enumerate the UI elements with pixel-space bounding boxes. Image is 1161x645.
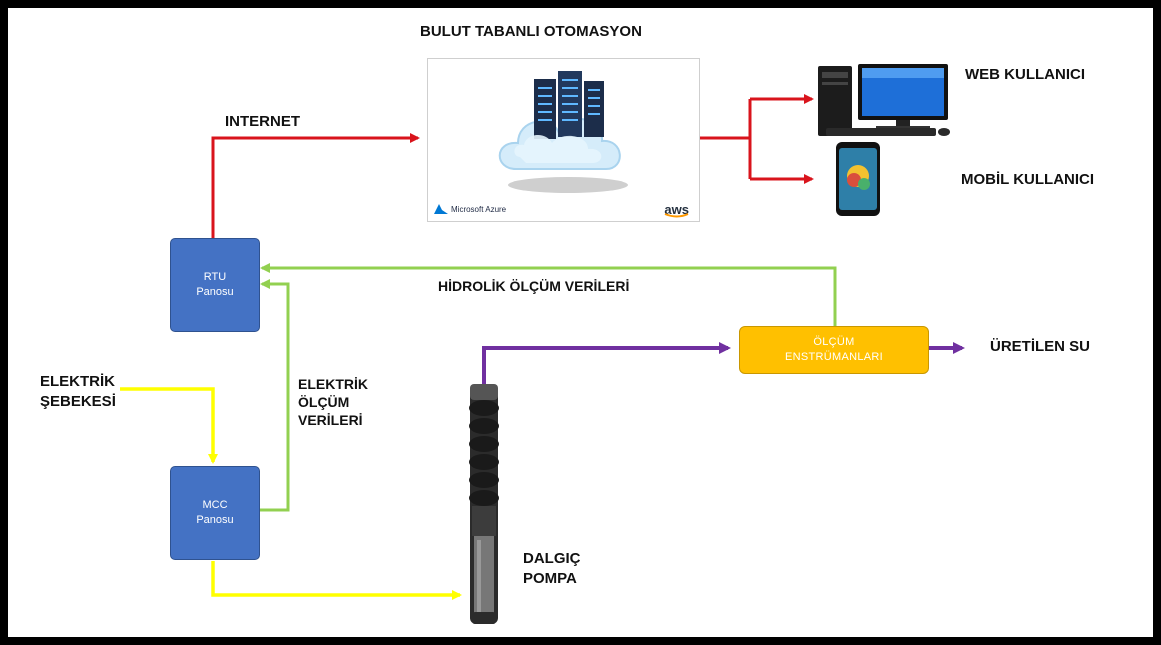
grid-label-line1: ELEKTRİK bbox=[40, 373, 115, 390]
rtu-panel-sublabel: Panosu bbox=[196, 286, 234, 298]
diagram-canvas: BULUT TABANLI OTOMASYON Microsoft Azure … bbox=[8, 8, 1153, 637]
hydraulic-data-label: HİDROLİK ÖLÇÜM VERİLERİ bbox=[438, 278, 630, 294]
aws-label: aws bbox=[664, 202, 689, 217]
internet-link bbox=[211, 133, 420, 238]
cloud-server-icon bbox=[498, 71, 628, 193]
pump-label-line2: POMPA bbox=[523, 570, 577, 587]
internet-label: INTERNET bbox=[225, 113, 300, 130]
pump-power-link bbox=[211, 561, 462, 600]
desktop-computer-icon bbox=[818, 64, 950, 136]
mobile-user-label: MOBİL KULLANICI bbox=[961, 171, 1095, 188]
produced-water-label: ÜRETİLEN SU bbox=[990, 338, 1091, 355]
pump-label-line1: DALGIÇ bbox=[523, 550, 581, 567]
water-flow-link bbox=[482, 342, 731, 390]
mcc-panel-sublabel: Panosu bbox=[196, 514, 234, 526]
hydraulic-link bbox=[260, 263, 837, 326]
measurement-instruments-label: ÖLÇÜM bbox=[813, 336, 855, 348]
azure-icon bbox=[434, 204, 448, 214]
submersible-pump-icon bbox=[469, 384, 499, 624]
mcc-panel-box: MCC Panosu bbox=[170, 466, 260, 560]
web-user-label: WEB KULLANICI bbox=[965, 66, 1085, 83]
diagram-title: BULUT TABANLI OTOMASYON bbox=[420, 23, 642, 40]
measurement-instruments-box: ÖLÇÜM ENSTRÜMANLARI bbox=[739, 326, 929, 374]
connections bbox=[120, 64, 965, 624]
electric-data-label-line2: ÖLÇÜM bbox=[298, 394, 350, 410]
measurement-instruments-sublabel: ENSTRÜMANLARI bbox=[784, 351, 884, 363]
aws-logo: aws bbox=[664, 202, 689, 218]
electric-data-label-line3: VERİLERİ bbox=[298, 412, 363, 428]
microsoft-azure-logo: Microsoft Azure bbox=[434, 204, 506, 215]
electric-data-label-line1: ELEKTRİK bbox=[298, 376, 368, 392]
mcc-panel-label: MCC bbox=[202, 499, 228, 511]
rtu-panel-box: RTU Panosu bbox=[170, 238, 260, 332]
electric-measurement-link bbox=[260, 279, 290, 512]
smartphone-icon bbox=[836, 142, 880, 216]
azure-label: Microsoft Azure bbox=[451, 205, 507, 214]
rtu-panel-label: RTU bbox=[203, 271, 227, 283]
grid-power-link bbox=[120, 387, 218, 464]
aws-smile-icon bbox=[665, 213, 689, 218]
cloud-platform-panel: Microsoft Azure aws bbox=[427, 58, 700, 222]
grid-label-line2: ŞEBEKESİ bbox=[40, 393, 116, 410]
